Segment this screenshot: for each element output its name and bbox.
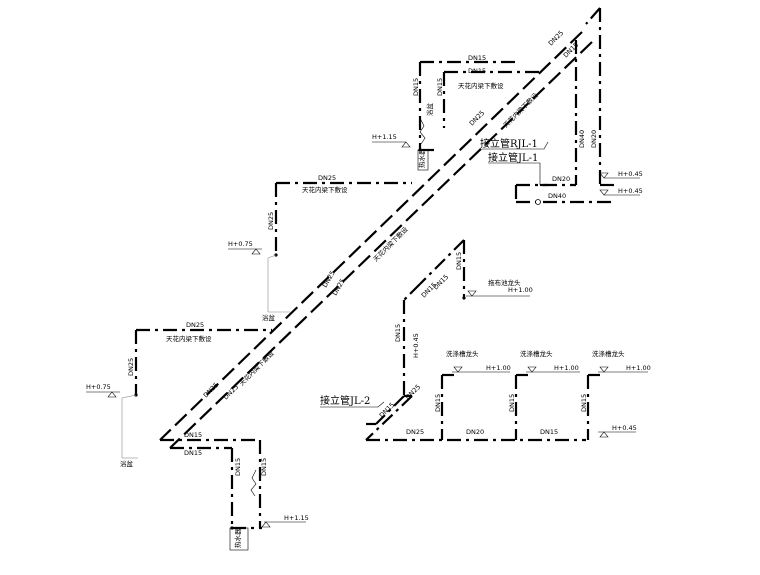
bottom-right-pipes [365, 239, 600, 442]
label-dn15-br-vert: DN15 [455, 252, 463, 270]
top-right-pipes [418, 7, 616, 205]
label-dn15-top2: DN15 [468, 67, 486, 75]
label-dn15-br-diag3: DN15 [378, 401, 396, 419]
label-dn15-sink1-vert: DN15 [434, 394, 442, 412]
label-dn25-br-diag: DN25 [404, 383, 422, 401]
label-ceiling-top: 天花内梁下敷设 [458, 81, 504, 90]
label-dn20-vert: DN20 [590, 130, 598, 148]
label-ceiling-left: 天花内梁下敷设 [166, 334, 212, 343]
label-dn15-vert-b: DN15 [436, 78, 444, 96]
label-dn15-br-diag2: DN15 [432, 273, 450, 291]
label-h045-a: H+0.45 [618, 170, 643, 178]
label-dn15-bl-vert1: DN15 [234, 458, 242, 476]
valve-icon [535, 199, 541, 205]
label-h045-bottom: H+0.45 [612, 424, 637, 432]
left-pipes [121, 328, 272, 459]
label-h045-br-vert: H+0.45 [412, 333, 420, 358]
label-sink-mixer-3: 洗涤槽龙头 [592, 349, 625, 358]
middle-left-pipes [267, 181, 412, 313]
label-bath-left: 浴盆 [120, 459, 134, 468]
label-dn15-bottom: DN15 [540, 428, 558, 436]
label-dn25-left-vert: DN25 [127, 358, 135, 376]
label-dn15-sink2-vert: DN15 [508, 394, 516, 412]
label-h115-top: H+1.15 [372, 133, 397, 141]
label-dn40-right: DN40 [548, 192, 566, 200]
label-h100-sink1: H+1.00 [486, 364, 511, 372]
label-h100-sink2: H+1.00 [554, 364, 579, 372]
label-ceiling-diag-top: 天花内梁下敷设 [501, 91, 540, 130]
label-dn25-diag-m2: DN25 [331, 277, 347, 297]
label-h100-sink3: H+1.00 [626, 364, 651, 372]
label-dn15-bl1: DN15 [184, 431, 202, 439]
label-dn25-mid: DN25 [318, 174, 336, 182]
water-heater-fixture [417, 117, 438, 171]
label-dn15-bl-vert2: DN15 [260, 458, 268, 476]
elevation-markers-sinks [452, 366, 648, 438]
label-dn25-diag-mid: DN25 [468, 109, 486, 127]
label-dn25-mid-vert: DN25 [267, 212, 275, 230]
label-dn40-vert: DN40 [578, 130, 586, 148]
main-diagonal-pipes [159, 31, 593, 449]
label-ceiling-mid: 天花内梁下敷设 [302, 185, 348, 194]
riser-label-jl1: 接立管JL-1 [488, 151, 538, 164]
label-dn20-right: DN20 [552, 175, 570, 183]
label-dn25-diag-l2: DN25 [222, 383, 240, 401]
label-h045-b: H+0.45 [618, 187, 643, 195]
label-dn25-left: DN25 [186, 321, 204, 329]
label-dn15-bl2: DN15 [184, 449, 202, 457]
elevation-marker-h045-top [599, 172, 640, 196]
diagonal-pipe-lower [169, 41, 593, 449]
label-dn15-sink3-vert: DN15 [580, 394, 588, 412]
label-dn15-vert-a: DN15 [412, 78, 420, 96]
label-ceiling-diag-mid: 天花内梁下敷设 [371, 225, 410, 264]
label-bath-top: 浴盆 [425, 103, 434, 117]
riser-label-rjl1: 接立管RJL-1 [480, 137, 538, 150]
label-h100-mop: H+1.00 [508, 286, 533, 294]
label-h075-left: H+0.75 [86, 383, 111, 391]
label-ceiling-diag-l: 天花内梁下敷设 [237, 349, 276, 388]
label-dn25-bottom: DN25 [406, 428, 424, 436]
label-dn20-bottom: DN20 [466, 428, 484, 436]
label-dn15-diag-top: DN15 [562, 41, 580, 59]
label-mop-tap: 拖布池龙头 [488, 278, 521, 287]
riser-label-jl2: 接立管JL-2 [320, 394, 370, 407]
label-h115-bl: H+1.15 [284, 514, 309, 522]
label-water-heater-bl: 热水器 [233, 528, 242, 548]
label-sink-mixer-1: 洗涤槽龙头 [446, 349, 479, 358]
diagonal-pipe-upper [159, 31, 583, 441]
label-sink-mixer-2: 洗涤槽龙头 [520, 349, 553, 358]
label-dn15-br-left: DN15 [394, 324, 402, 342]
bottom-left-pipes [160, 438, 262, 551]
label-water-heater-top: 热水器 [417, 148, 426, 168]
label-dn15-top1: DN15 [468, 54, 486, 62]
label-bath-mid: 浴盆 [262, 313, 276, 322]
label-dn25-diag-top: DN25 [547, 29, 565, 47]
label-h075-mid: H+0.75 [228, 240, 253, 248]
